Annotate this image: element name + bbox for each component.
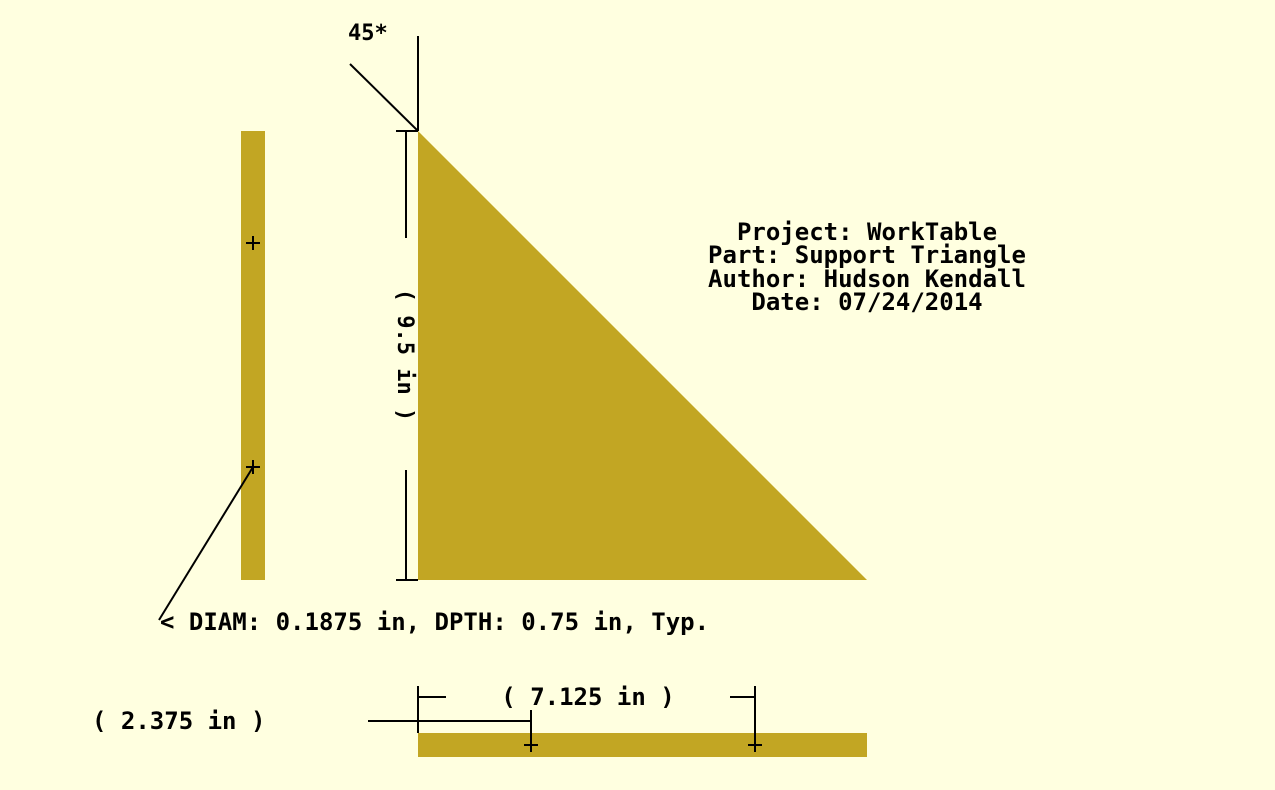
side-edge-strip xyxy=(241,131,265,580)
support-triangle-shape xyxy=(418,131,867,580)
hole-note: < DIAM: 0.1875 in, DPTH: 0.75 in, Typ. xyxy=(160,608,709,636)
bottom-edge-strip xyxy=(418,733,867,757)
title-part: Part: Support Triangle xyxy=(708,241,1026,269)
title-date: Date: 07/24/2014 xyxy=(751,288,982,316)
hole-marker-side-top xyxy=(246,236,260,250)
offset-label: ( 2.375 in ) xyxy=(92,707,265,735)
hole-marker-bottom-right xyxy=(748,738,762,752)
title-project: Project: WorkTable xyxy=(737,218,997,246)
hole-marker-bottom-left xyxy=(524,738,538,752)
title-author: Author: Hudson Kendall xyxy=(708,265,1026,293)
spacing-label: ( 7.125 in ) xyxy=(501,683,674,711)
angle-leader xyxy=(349,63,419,132)
angle-label: 45* xyxy=(348,21,388,46)
hole-note-leader xyxy=(158,466,254,621)
height-label: ( 9.5 in ) xyxy=(392,289,417,421)
height-label-bg xyxy=(396,238,418,470)
